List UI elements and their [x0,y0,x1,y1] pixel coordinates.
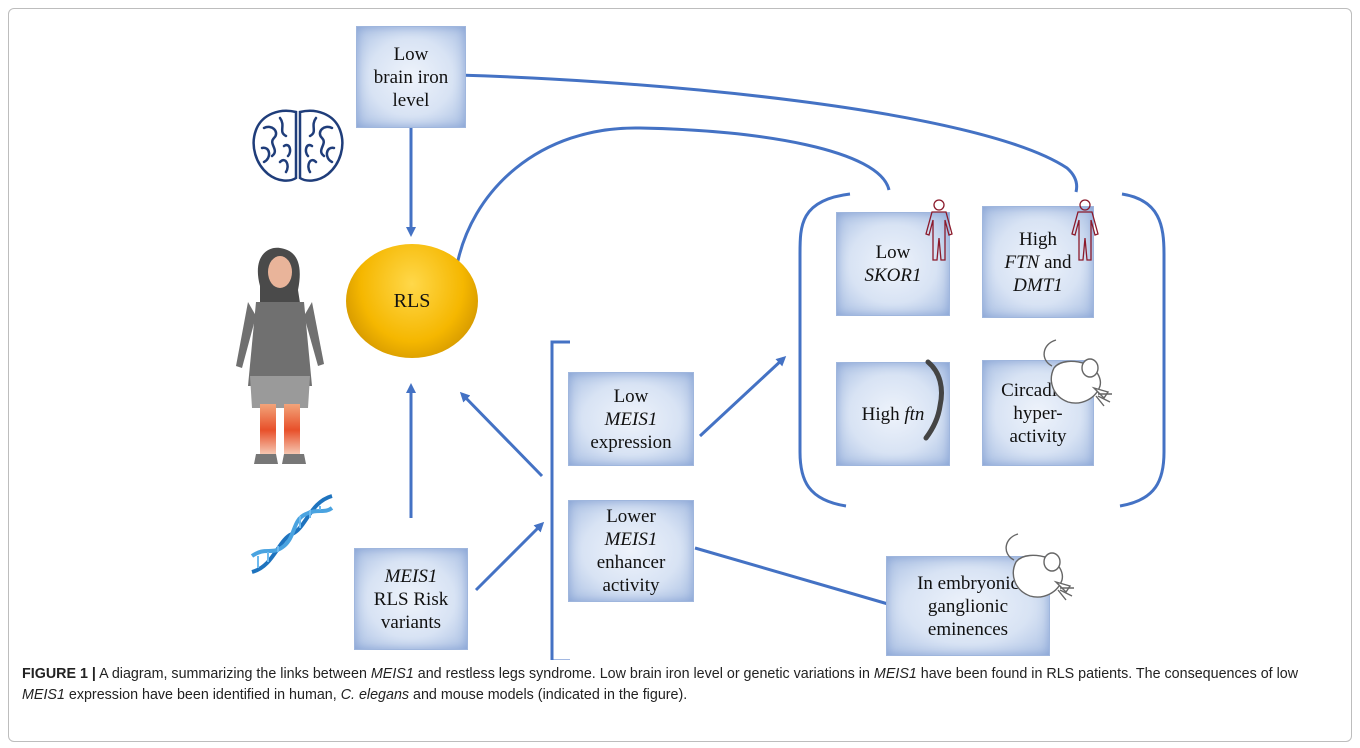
curve-skor1-to-rls [452,126,891,273]
mouse-icon [1043,339,1112,407]
arrow-bracket-to-rls [459,391,544,478]
bracket-right-group-left [798,192,851,508]
box-low-meis1-expression: Low MEIS1 expression [568,372,694,466]
human-outline-icon [925,199,953,261]
line-enhancer-to-embryonic [694,546,889,606]
connector-layer [406,72,1166,660]
box-high-ftn-dmt1: High FTN and DMT1 [982,206,1094,318]
bracket-right-group-right [1119,192,1166,508]
figure-frame [8,8,1352,742]
box-lower-meis1-enhancer: Lower MEIS1 enhancer activity [568,500,694,602]
arrow-expression-to-right-bracket [698,355,787,438]
rls-node: RLS [346,244,478,358]
box-low-skor1: Low SKOR1 [836,212,950,316]
box-low-brain-iron: Low brain iron level [356,26,466,128]
box-meis1-risk-variants: MEIS1 RLS Risk variants [354,548,468,650]
box-embryonic-eminences: In embryonic ganglionic eminences [886,556,1050,656]
worm-icon [923,359,944,441]
brain-icon [252,109,344,182]
arrow-variants-to-bracket [474,521,545,592]
human-outline-icon [1071,199,1099,261]
dna-icon [250,494,334,574]
box-circadian-hyperactivity: Circadian hyper- activity [982,360,1094,466]
woman-icon [236,247,324,464]
box-high-ftn: High ftn [836,362,950,466]
bracket-left-middle [550,340,570,660]
figure-caption: FIGURE 1 | A diagram, summarizing the li… [22,666,1299,703]
mouse-icon [1005,533,1074,601]
curve-iron-to-high-ftn [413,72,1079,193]
